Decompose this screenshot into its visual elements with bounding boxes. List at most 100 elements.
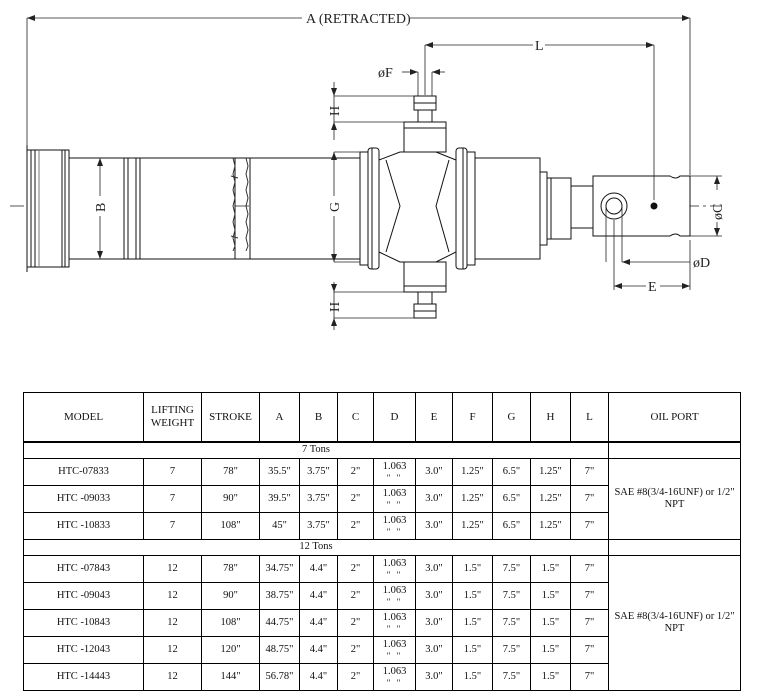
cell-stroke: 78"	[201, 555, 260, 583]
cell-d-ditto: " "	[386, 677, 403, 688]
cell-model: HTC -07843	[23, 555, 144, 583]
cell-l: 7"	[570, 555, 609, 583]
col-header-c: C	[337, 392, 374, 443]
cell-d-value: 1.063	[382, 460, 407, 472]
group-label-spacer	[608, 539, 741, 556]
cell-d: 1.063" "	[373, 485, 416, 513]
dim-label-f: øF	[378, 66, 393, 81]
cell-a: 56.78"	[259, 663, 300, 691]
cell-e: 3.0"	[415, 636, 453, 664]
cell-weight: 12	[143, 609, 202, 637]
cell-model: HTC -10833	[23, 512, 144, 540]
cell-f: 1.5"	[452, 582, 493, 610]
cell-b: 4.4"	[299, 663, 338, 691]
cell-d: 1.063" "	[373, 609, 416, 637]
cell-h: 1.25"	[530, 485, 571, 513]
col-header-h: H	[530, 392, 571, 443]
cell-model: HTC -10843	[23, 609, 144, 637]
cell-c: 2"	[337, 458, 374, 486]
cell-c: 2"	[337, 485, 374, 513]
col-header-a: A	[259, 392, 300, 443]
cell-weight: 7	[143, 512, 202, 540]
trunnion-pin-top	[403, 95, 447, 153]
cell-h: 1.5"	[530, 663, 571, 691]
cell-f: 1.5"	[452, 609, 493, 637]
cell-l: 7"	[570, 609, 609, 637]
cell-d: 1.063" "	[373, 458, 416, 486]
cell-model: HTC -14443	[23, 663, 144, 691]
table-row: HTC -12043 12 120" 48.75" 4.4" 2" 1.063"…	[23, 636, 741, 664]
cell-a: 35.5"	[259, 458, 300, 486]
cell-d-ditto: " "	[386, 472, 403, 483]
cylinder-drawing: A (RETRACTED) L øF H H G B øC øD E	[10, 12, 726, 330]
cell-a: 39.5"	[259, 485, 300, 513]
cell-c: 2"	[337, 636, 374, 664]
col-header-e: E	[415, 392, 453, 443]
cell-d: 1.063" "	[373, 663, 416, 691]
dim-label-c: øC	[711, 204, 726, 220]
cell-h: 1.5"	[530, 609, 571, 637]
cell-d-value: 1.063	[382, 638, 407, 650]
col-header-model: MODEL	[23, 392, 144, 443]
table-row: HTC -07843 12 78" 34.75" 4.4" 2" 1.063" …	[23, 555, 741, 691]
cell-d-value: 1.063	[382, 514, 407, 526]
group-row-7-tons: 7 Tons	[23, 441, 741, 459]
cell-h: 1.25"	[530, 512, 571, 540]
cell-c: 2"	[337, 663, 374, 691]
cell-f: 1.25"	[452, 485, 493, 513]
cell-d-value: 1.063	[382, 611, 407, 623]
cell-l: 7"	[570, 512, 609, 540]
cell-a: 44.75"	[259, 609, 300, 637]
cell-g: 7.5"	[492, 636, 531, 664]
cell-model: HTC-07833	[23, 458, 144, 486]
cell-e: 3.0"	[415, 609, 453, 637]
cell-stroke: 108"	[201, 512, 260, 540]
dim-label-b: B	[94, 203, 109, 212]
cell-g: 7.5"	[492, 609, 531, 637]
group-label-spacer	[608, 441, 741, 459]
cell-e: 3.0"	[415, 555, 453, 583]
cell-e: 3.0"	[415, 582, 453, 610]
group-row-12-tons: 12 Tons	[23, 539, 741, 556]
cell-weight: 7	[143, 485, 202, 513]
cell-oil-port: SAE #8(3/4-16UNF) or 1/2" NPT	[608, 458, 741, 540]
cell-b: 3.75"	[299, 458, 338, 486]
cell-d-ditto: " "	[386, 596, 403, 607]
cell-stroke: 108"	[201, 609, 260, 637]
col-header-l: L	[570, 392, 609, 443]
dim-label-a: A (RETRACTED)	[306, 12, 411, 27]
col-header-b: B	[299, 392, 338, 443]
trunnion-pin-bottom	[403, 261, 447, 319]
cell-weight: 12	[143, 636, 202, 664]
cell-stroke: 90"	[201, 582, 260, 610]
cell-l: 7"	[570, 636, 609, 664]
cell-g: 6.5"	[492, 485, 531, 513]
dim-label-g: G	[328, 202, 343, 212]
col-header-g: G	[492, 392, 531, 443]
cell-c: 2"	[337, 555, 374, 583]
trunnion-collars	[359, 147, 476, 270]
table-row: HTC -09043 12 90" 38.75" 4.4" 2" 1.063" …	[23, 582, 741, 610]
cell-c: 2"	[337, 512, 374, 540]
cell-d-ditto: " "	[386, 623, 403, 634]
cell-d-ditto: " "	[386, 526, 403, 537]
dim-label-h-top: H	[328, 106, 343, 116]
cell-d-value: 1.063	[382, 487, 407, 499]
table-row: HTC -14443 12 144" 56.78" 4.4" 2" 1.063"…	[23, 663, 741, 691]
cell-b: 4.4"	[299, 636, 338, 664]
cell-d-value: 1.063	[382, 557, 407, 569]
group-label: 7 Tons	[23, 441, 609, 459]
rod-eye	[592, 175, 691, 237]
cell-b: 4.4"	[299, 555, 338, 583]
stage-tube-2	[139, 157, 361, 260]
cell-f: 1.5"	[452, 663, 493, 691]
cell-h: 1.25"	[530, 458, 571, 486]
cell-stroke: 144"	[201, 663, 260, 691]
cell-g: 7.5"	[492, 663, 531, 691]
cell-stroke: 78"	[201, 458, 260, 486]
cell-h: 1.5"	[530, 582, 571, 610]
cell-c: 2"	[337, 609, 374, 637]
cell-l: 7"	[570, 485, 609, 513]
cell-b: 3.75"	[299, 485, 338, 513]
cell-f: 1.25"	[452, 458, 493, 486]
